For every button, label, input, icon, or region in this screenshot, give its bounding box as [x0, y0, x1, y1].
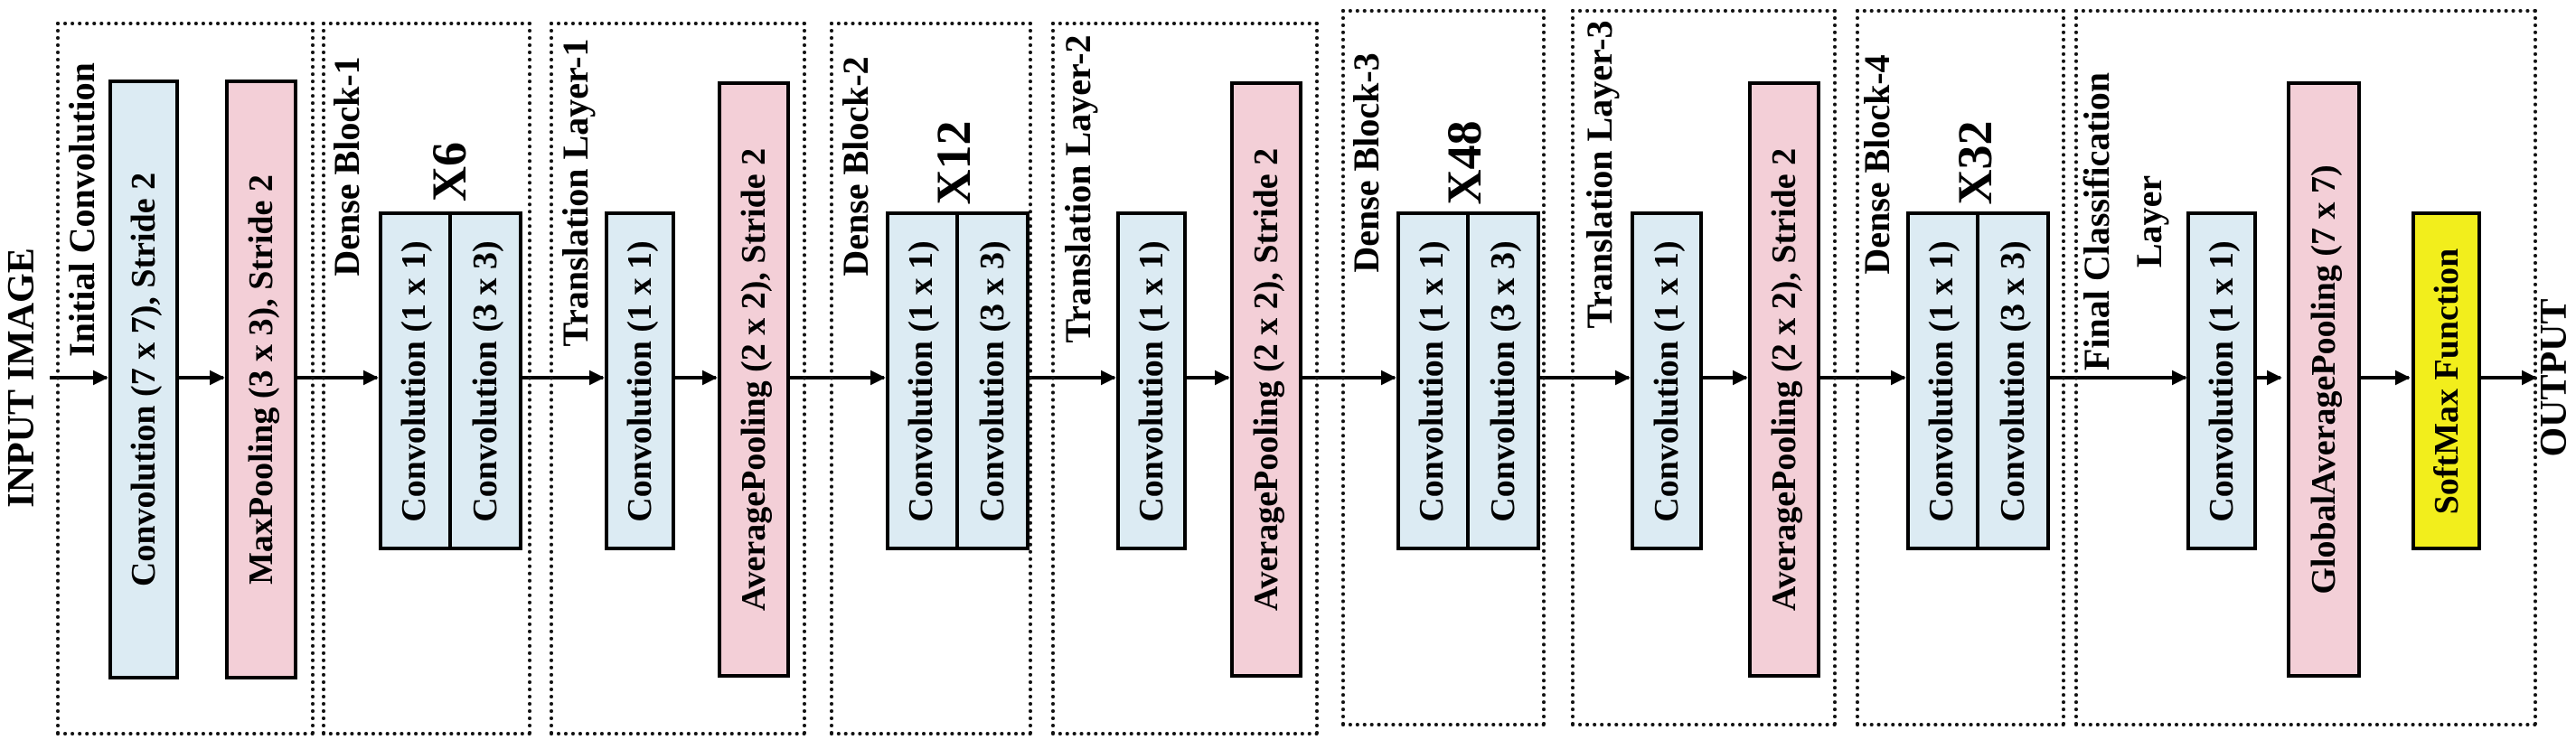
softmax-block [2411, 211, 2481, 550]
initial-convolution-label: Convolution (7 x 7), Stride 2 [125, 172, 163, 587]
final-classification-title-line-2: Layer [2129, 174, 2169, 268]
stage-title-translation-layer-3: Translation Layer-3 [1579, 20, 1620, 329]
stage-title-dense-block-2: Dense Block-2 [835, 56, 876, 276]
global-average-pooling-label: GlobalAveragePooling (7 x 7) [2305, 164, 2343, 595]
translation-2-avgpool-label: AveragePooling (2 x 2), Stride 2 [1247, 147, 1285, 612]
stage-translation-layer-1 [550, 22, 806, 735]
dense-block-3-layer-2: Convolution (3 x 3) [1484, 240, 1522, 522]
input-label: INPUT IMAGE [1, 248, 42, 508]
dense-block-4-layer-1: Convolution (1 x 1) [1923, 240, 1960, 522]
stage-title-translation-layer-1: Translation Layer-1 [555, 38, 596, 347]
global-average-pooling-block [2287, 81, 2361, 678]
translation-1-convolution-block [605, 211, 675, 550]
stage-title-dense-block-4: Dense Block-4 [1857, 54, 1897, 275]
stage-title-dense-block-1: Dense Block-1 [326, 56, 367, 276]
translation-1-convolution-label: Convolution (1 x 1) [621, 240, 659, 522]
maxpooling-label: MaxPooling (3 x 3), Stride 2 [242, 174, 280, 585]
final-convolution-label: Convolution (1 x 1) [2203, 240, 2241, 522]
dense-block-1-divider [448, 211, 452, 550]
translation-2-convolution-block [1116, 211, 1187, 550]
stage-dense-block-3 [1341, 9, 1546, 726]
initial-convolution-block [108, 80, 179, 679]
dense-block-1-layer-2: Convolution (3 x 3) [466, 240, 504, 522]
maxpooling-block [225, 80, 297, 679]
stage-title-final-classification: Final Classification Layer [2071, 72, 2176, 370]
translation-1-avgpool-block [718, 81, 790, 678]
stage-dense-block-2 [830, 22, 1032, 735]
dense-block-2-divider [955, 211, 959, 550]
stage-dense-block-4 [1856, 9, 2065, 726]
dense-block-3-divider [1466, 211, 1470, 550]
stage-title-dense-block-3: Dense Block-3 [1346, 52, 1387, 273]
translation-3-convolution-label: Convolution (1 x 1) [1648, 240, 1686, 522]
stage-title-initial-convolution: Initial Convolution [61, 62, 102, 357]
translation-3-convolution-block [1631, 211, 1703, 550]
dense-block-1-layer-1: Convolution (1 x 1) [395, 240, 433, 522]
stage-final-classification-layer [2074, 9, 2537, 726]
dense-block-4-divider [1976, 211, 1979, 550]
final-classification-title-line-1: Final Classification [2076, 71, 2117, 371]
stage-initial-convolution [56, 22, 315, 735]
dense-block-4-multiplier: X32 [1948, 120, 2002, 205]
final-convolution-block [2186, 211, 2257, 550]
stage-dense-block-1 [322, 22, 531, 735]
output-label: OUTPUT [2534, 298, 2575, 457]
dense-block-2-layer-2: Convolution (3 x 3) [973, 240, 1011, 522]
softmax-label: SoftMax Function [2428, 248, 2466, 515]
dense-block-1-multiplier: X6 [422, 142, 476, 201]
translation-3-avgpool-block [1748, 81, 1820, 678]
translation-1-avgpool-label: AveragePooling (2 x 2), Stride 2 [735, 147, 773, 612]
dense-block-2-multiplier: X12 [926, 120, 981, 205]
dense-block-4-layer-2: Convolution (3 x 3) [1994, 240, 2032, 522]
translation-3-avgpool-label: AveragePooling (2 x 2), Stride 2 [1765, 147, 1803, 612]
dense-block-3-layer-1: Convolution (1 x 1) [1413, 240, 1451, 522]
stage-translation-layer-3 [1571, 9, 1837, 726]
stage-title-translation-layer-2: Translation Layer-2 [1058, 34, 1098, 343]
stage-translation-layer-2 [1051, 22, 1319, 735]
translation-2-avgpool-block [1230, 81, 1302, 678]
translation-2-convolution-label: Convolution (1 x 1) [1133, 240, 1170, 522]
dense-block-2-layer-1: Convolution (1 x 1) [902, 240, 940, 522]
dense-block-3-multiplier: X48 [1437, 120, 1491, 205]
